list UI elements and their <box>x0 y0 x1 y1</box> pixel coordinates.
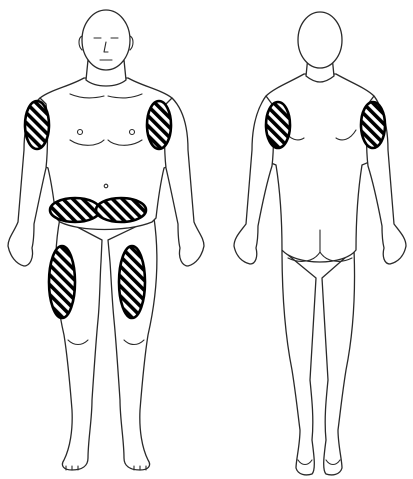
front-body-figure <box>8 10 204 470</box>
zone-upper-arm-back-left[interactable] <box>266 102 290 148</box>
zone-thigh-right[interactable] <box>49 246 75 318</box>
zone-abdomen-right[interactable] <box>50 198 100 222</box>
back-head <box>298 12 342 68</box>
back-leg-right <box>322 250 355 475</box>
zone-abdomen-left[interactable] <box>96 198 146 222</box>
back-leg-left <box>282 250 316 475</box>
zone-upper-arm-left[interactable] <box>147 101 171 149</box>
front-head <box>82 10 130 70</box>
zone-thigh-left[interactable] <box>119 246 145 318</box>
back-body-figure <box>234 12 406 475</box>
zone-upper-arm-right[interactable] <box>25 101 49 149</box>
zone-upper-arm-back-right[interactable] <box>361 102 385 148</box>
